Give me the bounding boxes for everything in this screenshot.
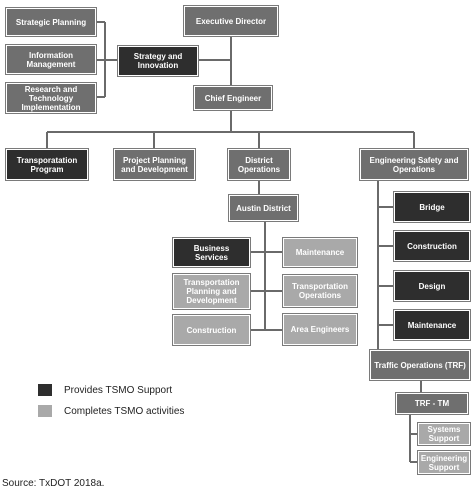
node-district-operations: District Operations <box>228 149 290 180</box>
node-austin-district: Austin District <box>229 195 298 221</box>
node-area-engineers: Area Engineers <box>283 314 357 345</box>
legend-label-provides: Provides TSMO Support <box>64 384 173 396</box>
node-transportation-planning: Transportation Planning and Development <box>173 274 250 309</box>
node-engineering-safety-operations: Engineering Safety and Operations <box>360 149 468 180</box>
node-maintenance-austin: Maintenance <box>283 238 357 267</box>
legend-completes: Completes TSMO activities <box>38 405 184 417</box>
node-traffic-operations: Traffic Operations (TRF) <box>370 350 470 380</box>
node-transportation-operations: Transportation Operations <box>283 275 357 307</box>
node-construction-eso: Construction <box>394 231 470 261</box>
node-strategic-planning: Strategic Planning <box>6 8 96 36</box>
node-construction-austin: Construction <box>173 315 250 345</box>
node-bridge: Bridge <box>394 192 470 222</box>
legend-label-completes: Completes TSMO activities <box>64 405 185 417</box>
legend-swatch-dark <box>38 384 52 396</box>
node-design: Design <box>394 271 470 301</box>
node-transportation-program: Transporatation Program <box>6 149 88 180</box>
node-trf-tm: TRF - TM <box>396 393 468 414</box>
node-strategy-innovation: Strategy and Innovation <box>118 46 198 76</box>
node-engineering-support: Engineering Support <box>418 451 470 474</box>
node-executive-director: Executive Director <box>184 6 278 36</box>
node-project-planning: Project Planning and Development <box>114 149 195 180</box>
legend-provides: Provides TSMO Support <box>38 384 172 396</box>
node-research-technology: Research and Technology Implementation <box>6 83 96 113</box>
node-maintenance-eso: Maintenance <box>394 310 470 340</box>
node-information-management: Information Management <box>6 45 96 74</box>
node-business-services: Business Services <box>173 238 250 267</box>
legend-swatch-light <box>38 405 52 417</box>
source-note: Source: TxDOT 2018a. <box>2 478 105 489</box>
node-systems-support: Systems Support <box>418 423 470 445</box>
node-chief-engineer: Chief Engineer <box>194 86 272 110</box>
